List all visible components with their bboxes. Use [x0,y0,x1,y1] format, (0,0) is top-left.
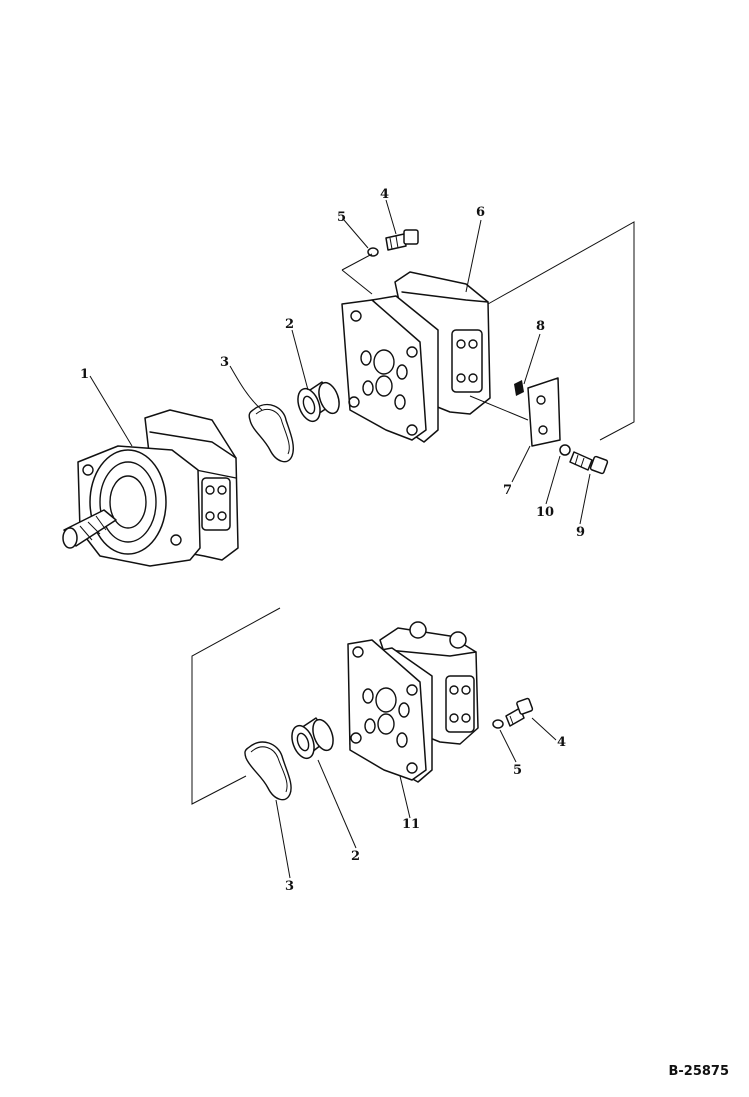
part-4-5-bolt-washer-lower [492,697,534,729]
callout-2-upper: 2 [285,317,294,332]
part-9-10-bolt-washer [559,444,609,475]
callout-10: 10 [536,505,554,520]
callout-3-lower: 3 [285,879,294,894]
part-3-o-ring-lower [244,741,292,801]
part-3-o-ring-upper [248,404,295,463]
part-4-5-bolt-washer-upper [367,229,419,257]
callout-8: 8 [536,319,545,334]
callout-4-upper: 4 [380,187,389,202]
callout-3-upper: 3 [220,355,229,370]
callout-5-upper: 5 [337,210,346,225]
callout-6: 6 [476,205,485,220]
part-7-8-plate [514,377,561,447]
assembly-line-mid [341,253,373,271]
part-2-bushing-upper [297,381,340,423]
part-11-pump-section [347,621,479,783]
leader-lines [89,199,591,879]
assembly-line-lower [191,607,281,805]
callout-2-lower: 2 [351,849,360,864]
callout-5-lower: 5 [513,763,522,778]
assembly-line-upper [487,221,635,441]
part-1-main-pump [62,409,239,567]
callout-7: 7 [503,483,512,498]
callout-1: 1 [80,367,89,382]
callout-11: 11 [402,817,420,832]
part-6-pump-section [341,271,491,443]
callout-4-lower: 4 [557,735,566,750]
callout-9: 9 [576,525,585,540]
drawing-code: B-25875 [668,1064,729,1079]
part-2-bushing-lower [291,717,334,760]
